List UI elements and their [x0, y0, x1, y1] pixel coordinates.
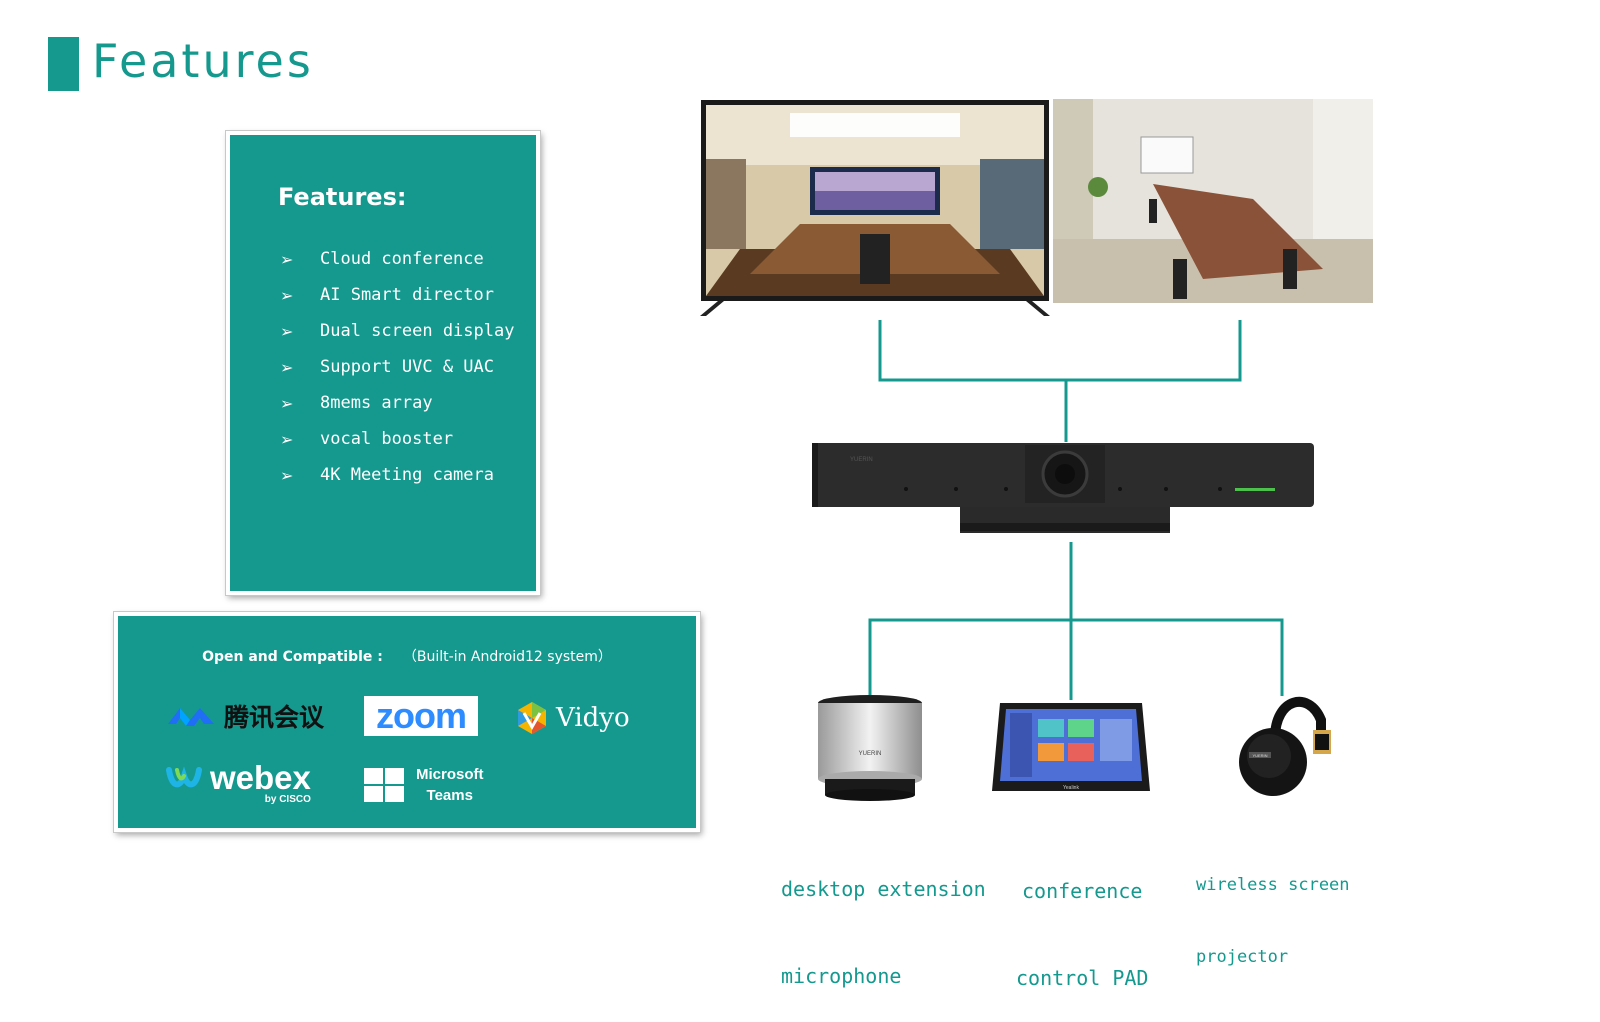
feature-item: ➢vocal booster — [280, 429, 454, 449]
vidyo-logo: Vidyo — [514, 700, 630, 736]
projector-screen-meeting-room — [1053, 99, 1373, 303]
page-title: Features — [92, 34, 314, 88]
tv-display-meeting-room — [700, 100, 1050, 316]
microsoft-windows-icon — [364, 768, 404, 802]
compatibility-panel: Open and Compatible :（Built-in Android12… — [114, 612, 700, 832]
feature-item: ➢AI Smart director — [280, 285, 494, 305]
projector-caption: wireless screen projector — [1196, 875, 1350, 967]
arrow-bullet-icon: ➢ — [280, 429, 294, 449]
arrow-bullet-icon: ➢ — [280, 321, 294, 341]
feature-item: ➢Support UVC & UAC — [280, 357, 494, 377]
pad-brand-label: Yealink — [1063, 785, 1079, 791]
arrow-bullet-icon: ➢ — [280, 249, 294, 269]
feature-item: ➢4K Meeting camera — [280, 465, 494, 485]
arrow-bullet-icon: ➢ — [280, 357, 294, 377]
bar-brand-label: YUERIN — [850, 457, 873, 463]
desktop-microphone-device: YUERIN — [818, 695, 922, 801]
tencent-meeting-logo: 腾讯会议 — [164, 698, 324, 734]
microphone-caption: desktop extension microphone — [781, 877, 986, 988]
compatibility-heading: Open and Compatible :（Built-in Android12… — [202, 649, 612, 665]
features-heading: Features: — [278, 183, 407, 211]
feature-item: ➢8mems array — [280, 393, 433, 413]
title-accent-bar — [48, 37, 79, 91]
feature-item: ➢Cloud conference — [280, 249, 484, 269]
wireless-screen-projector-device: YUERIN — [1239, 697, 1331, 796]
tencent-meeting-icon — [168, 708, 214, 726]
arrow-bullet-icon: ➢ — [280, 465, 294, 485]
vidyo-icon — [518, 702, 546, 734]
feature-item: ➢Dual screen display — [280, 321, 515, 341]
webex-logo: webex by CISCO — [166, 761, 311, 805]
video-bar-camera: YUERIN — [812, 443, 1314, 533]
arrow-bullet-icon: ➢ — [280, 393, 294, 413]
projector-brand-label: YUERIN — [1252, 753, 1267, 758]
microphone-brand-label: YUERIN — [859, 751, 882, 757]
conference-control-pad-device: Yealink — [992, 703, 1150, 791]
zoom-logo: zoom — [364, 696, 478, 736]
features-list: ➢Cloud conference ➢AI Smart director ➢Du… — [280, 241, 514, 493]
pad-caption: conference control PAD — [1016, 879, 1149, 990]
connection-lines — [868, 320, 1284, 700]
features-panel: Features: ➢Cloud conference ➢AI Smart di… — [226, 131, 540, 595]
webex-icon — [166, 766, 202, 788]
microsoft-teams-logo: Microsoft Teams — [364, 764, 484, 806]
arrow-bullet-icon: ➢ — [280, 285, 294, 305]
